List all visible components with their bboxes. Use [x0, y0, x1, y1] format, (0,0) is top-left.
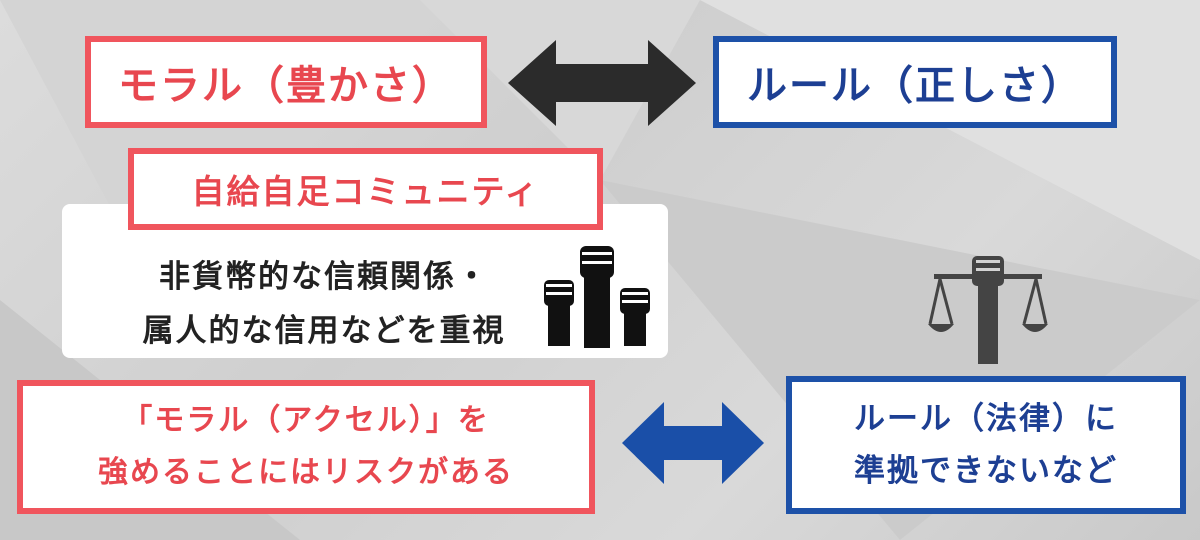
rule-label: ルール（正しさ）: [747, 63, 1083, 109]
risk-box: 「モラル（アクセル）」を 強めることにはリスクがある: [17, 380, 595, 514]
double-arrow-icon: [508, 40, 696, 126]
raised-fists-icon: [544, 246, 650, 348]
note-line-1: 非貨幣的な信頼関係・: [159, 259, 489, 295]
note-line-2: 属人的な信用などを重視: [142, 313, 506, 349]
law-box: ルール（法律）に 準拠できないなど: [786, 376, 1186, 514]
law-line-1: ルール（法律）に: [854, 401, 1118, 437]
risk-line-2: 強めることにはリスクがある: [98, 455, 514, 490]
risk-line-1: 「モラル（アクセル）」を: [122, 403, 490, 438]
rule-box: ルール（正しさ）: [713, 36, 1117, 128]
double-arrow-icon-bottom: [622, 402, 764, 484]
scales-of-justice-icon: [928, 256, 1048, 364]
law-line-2: 準拠できないなど: [854, 453, 1118, 489]
moral-label: モラル（豊かさ）: [118, 63, 454, 109]
community-box: 自給自足コミュニティ: [128, 148, 603, 230]
moral-box: モラル（豊かさ）: [85, 36, 487, 128]
community-title: 自給自足コミュニティ: [191, 172, 540, 211]
community-note: 非貨幣的な信頼関係・ 属人的な信用などを重視: [94, 250, 554, 358]
community-note-panel: 非貨幣的な信頼関係・ 属人的な信用などを重視: [62, 204, 668, 358]
